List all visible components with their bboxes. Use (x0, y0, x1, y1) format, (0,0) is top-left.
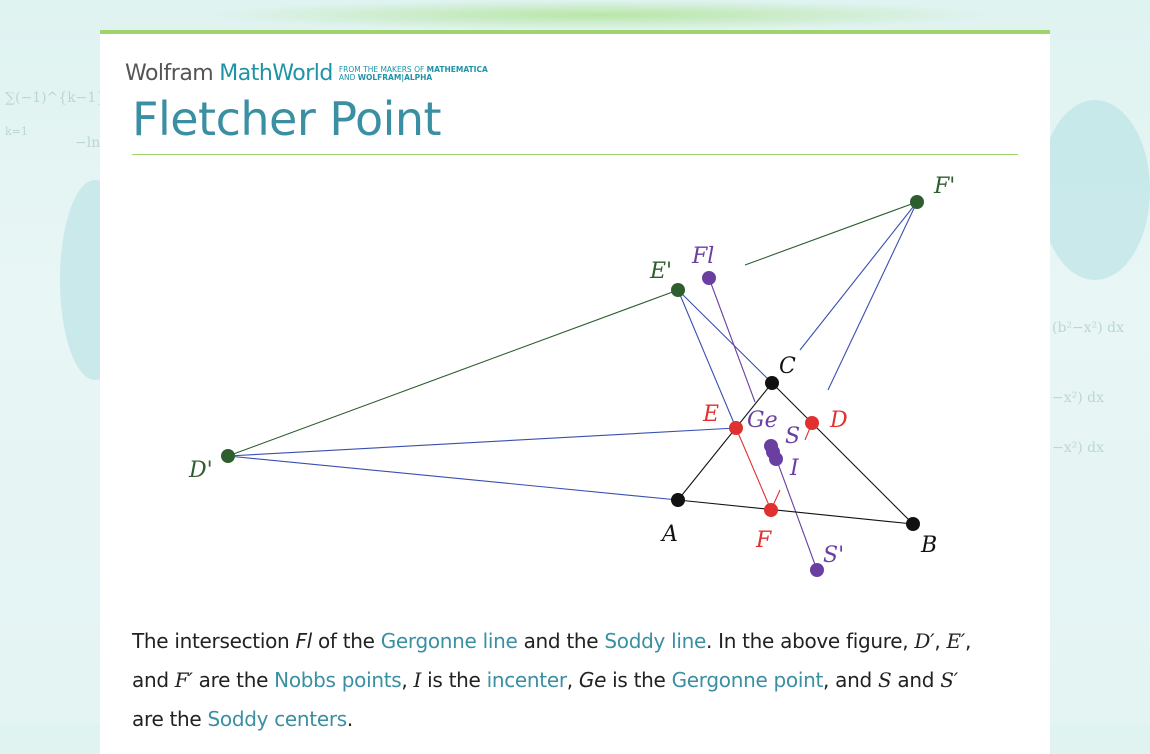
bg-math: (b²−x²) dx (1052, 320, 1125, 336)
point-A (671, 493, 685, 507)
label-Ge: Ge (747, 408, 778, 433)
soddy-line-2 (771, 446, 818, 571)
label-C: C (779, 354, 796, 379)
label-Ep: E' (649, 259, 672, 284)
label-Dp: D' (188, 458, 213, 483)
title-divider (132, 154, 1018, 155)
bg-math: −ln (75, 135, 101, 151)
logo-mathworld: MathWorld (219, 61, 333, 86)
point-Fl (702, 271, 716, 285)
label-E: E (702, 402, 719, 427)
line-dp-e (227, 427, 737, 457)
line-dp-a (227, 455, 679, 501)
point-Ep (671, 283, 685, 297)
label-F: F (755, 528, 772, 553)
point-D (805, 416, 819, 430)
line-e-f (735, 427, 772, 511)
link-nobbs-points[interactable]: Nobbs points (274, 668, 402, 692)
label-S: S (785, 424, 800, 449)
triangle-bc (771, 382, 914, 525)
point-B (906, 517, 920, 531)
line-to-fp (744, 201, 918, 266)
triangle-ab (677, 499, 914, 525)
bg-math: −x²) dx (1052, 390, 1105, 406)
label-Sp: S' (823, 543, 844, 568)
line-fp-d (827, 201, 918, 391)
link-gergonne-line[interactable]: Gergonne line (380, 629, 518, 653)
page-title: Fletcher Point (132, 92, 442, 146)
point-Fp (910, 195, 924, 209)
line-dp-ep (227, 289, 679, 457)
point-Sp (810, 563, 824, 577)
label-Fl: Fl (691, 244, 714, 269)
line-ep-c (677, 289, 773, 384)
mathworld-logo[interactable]: Wolfram MathWorld FROM THE MAKERS OF MAT… (125, 61, 488, 86)
bg-math: ∑(−1)^{k−1} (5, 90, 106, 106)
label-A: A (660, 522, 678, 547)
link-incenter[interactable]: incenter (486, 668, 567, 692)
fletcher-point-figure: F' E' Fl C E Ge D S I D' A F B S' (188, 174, 955, 577)
description-paragraph: The intersection Fl of the Gergonne line… (132, 629, 972, 731)
bg-shape (1040, 100, 1150, 280)
line-fp-c (799, 201, 918, 351)
label-D: D (829, 408, 848, 433)
line-ep-e (677, 289, 737, 429)
top-glow (200, 0, 1000, 30)
label-B: B (920, 533, 937, 558)
triangle-ac (677, 382, 773, 501)
soddy-line (708, 277, 756, 403)
point-I (769, 452, 783, 466)
bg-math: −x²) dx (1052, 440, 1105, 456)
link-soddy-line[interactable]: Soddy line (604, 629, 706, 653)
point-F (764, 503, 778, 517)
label-I: I (789, 456, 800, 481)
content-card: Wolfram MathWorld FROM THE MAKERS OF MAT… (100, 30, 1050, 754)
point-Dp (221, 449, 235, 463)
link-gergonne-point[interactable]: Gergonne point (671, 668, 824, 692)
logo-tagline: FROM THE MAKERS OF MATHEMATICA AND WOLFR… (338, 64, 488, 82)
logo-wolfram: Wolfram (125, 61, 214, 86)
label-Fp: F' (933, 174, 955, 199)
point-C (765, 376, 779, 390)
bg-math: k=1 (5, 125, 28, 138)
point-E (729, 421, 743, 435)
